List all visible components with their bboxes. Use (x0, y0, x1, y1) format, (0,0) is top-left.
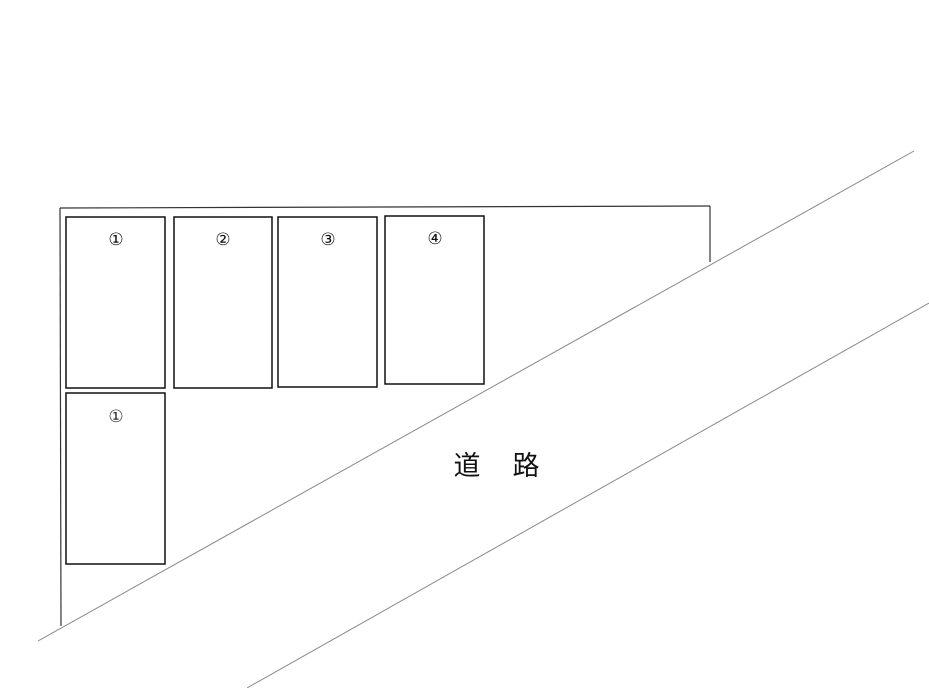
lot-boundary (59, 205, 711, 627)
parking-space-4: ④ (384, 215, 485, 385)
road-label-right: 路 (513, 451, 540, 482)
road (37, 150, 929, 688)
parking-space-4-label: ④ (427, 229, 442, 249)
road-lower-edge (246, 302, 929, 688)
parking-space-3-outline (277, 216, 378, 388)
parking-space-4-outline (384, 215, 485, 385)
parking-space-1-outline (65, 216, 166, 389)
lot-left-edge (59, 207, 62, 627)
road-upper-edge (37, 150, 915, 642)
parking-space-1: ① (65, 216, 166, 389)
parking-space-3: ③ (277, 216, 378, 388)
parking-space-2-outline (173, 216, 273, 389)
parking-space-5-label: ① (108, 407, 123, 427)
lot-top-edge (59, 205, 711, 209)
road-label-left: 道 (454, 451, 481, 482)
parking-space-2: ② (173, 216, 273, 389)
parking-space-2-label: ② (215, 230, 230, 250)
parking-space-5: ① (65, 392, 166, 565)
parking-space-1-label: ① (108, 230, 123, 250)
parking-space-5-outline (65, 392, 166, 565)
parking-space-3-label: ③ (320, 230, 335, 250)
